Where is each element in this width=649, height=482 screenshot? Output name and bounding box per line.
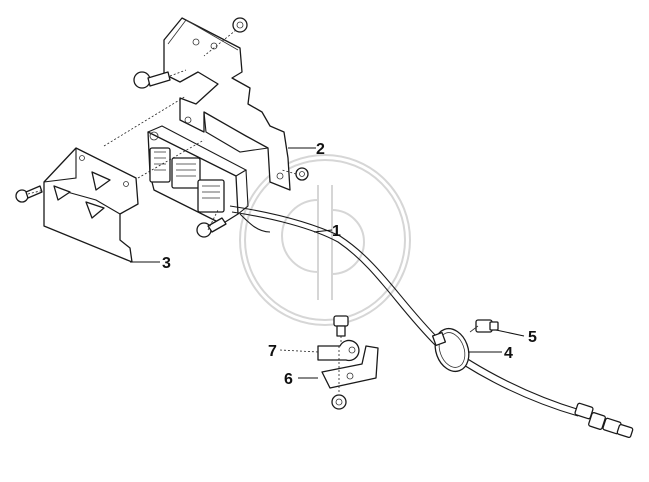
callout-5: 5 [528, 329, 537, 346]
mounting-bracket [163, 17, 291, 191]
callout-1: 1 [332, 223, 341, 240]
p-clip [317, 339, 360, 362]
small-bolt [333, 315, 349, 346]
push-clip [469, 319, 499, 333]
watermark-logo [239, 154, 411, 326]
exhaust-sensor [574, 402, 634, 439]
bolt-left [133, 69, 187, 89]
callout-4: 4 [504, 345, 513, 362]
leader-lines [130, 147, 525, 379]
callout-labels: 1 2 3 4 5 6 7 [162, 141, 537, 388]
assembly-lines [27, 29, 340, 394]
sensor-harness-cable [229, 205, 581, 417]
callout-3: 3 [162, 255, 171, 272]
nut-right [295, 167, 309, 181]
callout-6: 6 [284, 371, 293, 388]
bolt-far-left [15, 185, 43, 203]
bolt-top-right [232, 17, 248, 33]
callout-2: 2 [316, 141, 325, 158]
control-module [147, 125, 249, 225]
cable-tie [431, 327, 470, 373]
bolt-lower [196, 217, 227, 238]
small-bracket [321, 345, 379, 389]
small-nut [331, 394, 347, 410]
protective-cover [43, 147, 139, 263]
callout-7: 7 [268, 343, 277, 360]
